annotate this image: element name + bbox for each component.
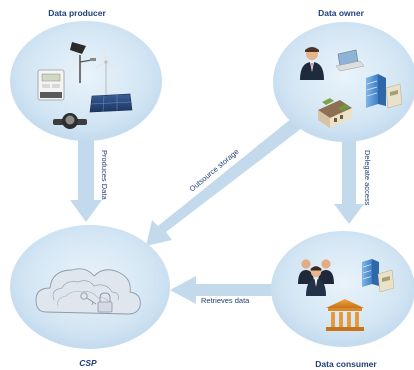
producer-title: Data producer: [48, 8, 106, 18]
padlock-icon: [97, 292, 113, 313]
bank-building-icon: [326, 299, 364, 331]
smart-meter-icon: [37, 69, 65, 101]
business-person-icon: [300, 47, 324, 80]
laptop-icon: [335, 49, 365, 72]
server-rack-icon: [366, 74, 403, 109]
key-icon: [80, 292, 97, 306]
arrows: [70, 118, 364, 304]
water-meter-icon: [53, 113, 87, 129]
cloud-storage-icon: [35, 268, 141, 315]
delegate-access-arrow: [334, 140, 364, 224]
consumer-title: Data consumer: [315, 359, 377, 369]
solar-street-light-icon: [70, 42, 96, 83]
outsource-storage-arrow: [146, 118, 302, 246]
server-rack-icon: [362, 259, 395, 293]
produces-data-arrow: [70, 138, 102, 222]
owner-title: Data owner: [318, 8, 365, 18]
smart-city-buildings-icon: [318, 98, 352, 128]
user-group-icon: [298, 259, 334, 296]
owner-bubble: [273, 22, 414, 142]
csp-title: CSP: [79, 358, 97, 368]
delegate-access-label: Delegate access: [363, 150, 372, 206]
solar-panel-icon: [89, 93, 133, 113]
producer-bubble: [10, 21, 162, 141]
produces-data-label: Produces Data: [100, 150, 109, 200]
retrieves-data-label: Retrieves data: [201, 296, 250, 305]
wind-turbine-icon: [95, 49, 117, 96]
retrieves-data-arrow: [170, 276, 272, 304]
